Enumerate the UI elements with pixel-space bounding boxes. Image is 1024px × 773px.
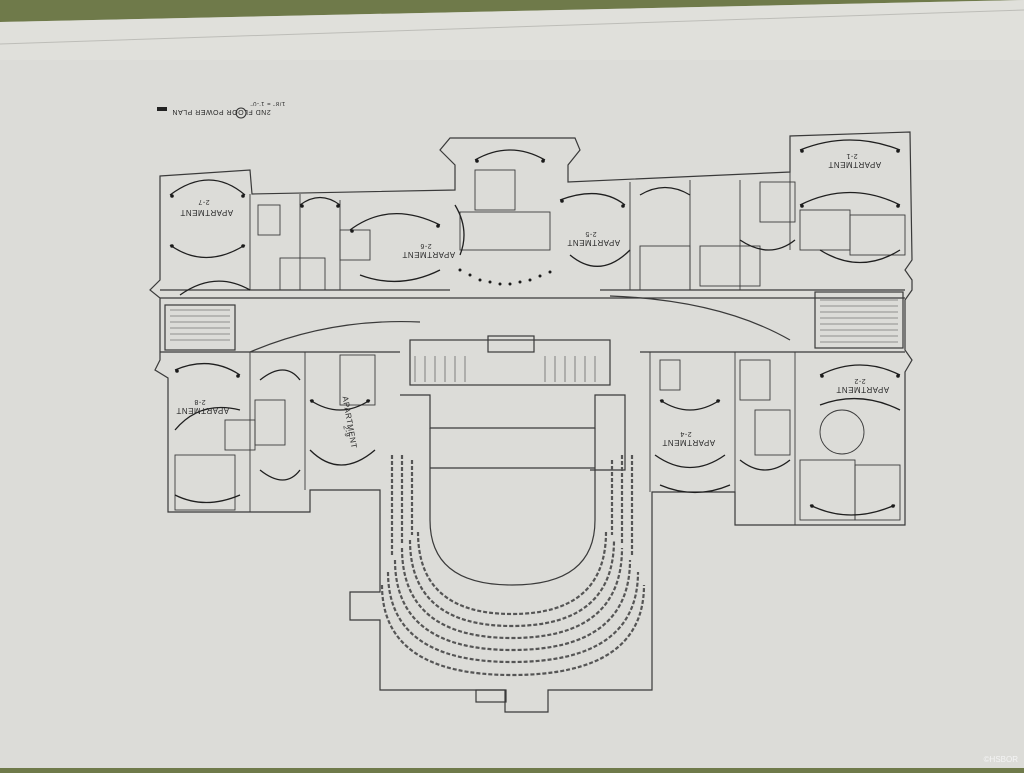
unit-number: 2-4 [680, 430, 692, 437]
unit-label: APARTMENT [180, 208, 234, 217]
north-arrow-bar [157, 107, 167, 111]
room-walls [174, 136, 906, 525]
unit-number: 2-8 [194, 398, 206, 405]
outlet-markers [170, 149, 900, 508]
unit-label: APARTMENT [176, 406, 230, 415]
plan-title: 2ND FLOOR POWER PLAN [172, 108, 271, 115]
unit-label: APARTMENT [828, 160, 882, 169]
building-outline [149, 131, 913, 713]
unit-number: 2-6 [420, 242, 432, 249]
north-arrow-icon [235, 107, 247, 119]
unit-label: APARTMENT [567, 238, 621, 247]
auditorium-seating [380, 455, 646, 677]
unit-number: 2-2 [854, 377, 866, 384]
unit-number: 2-7 [198, 198, 210, 205]
plan-scale: 1/8" = 1'-0" [250, 100, 286, 106]
stair-treads [170, 299, 898, 382]
watermark: ©HSBOR [983, 755, 1018, 764]
unit-label: APARTMENT [402, 250, 456, 259]
unit-number: 2-1 [846, 152, 858, 159]
power-circuits [169, 139, 901, 516]
unit-label: APARTMENT [836, 385, 890, 394]
unit-number: 2-5 [585, 230, 597, 237]
unit-label: APARTMENT [662, 438, 716, 447]
